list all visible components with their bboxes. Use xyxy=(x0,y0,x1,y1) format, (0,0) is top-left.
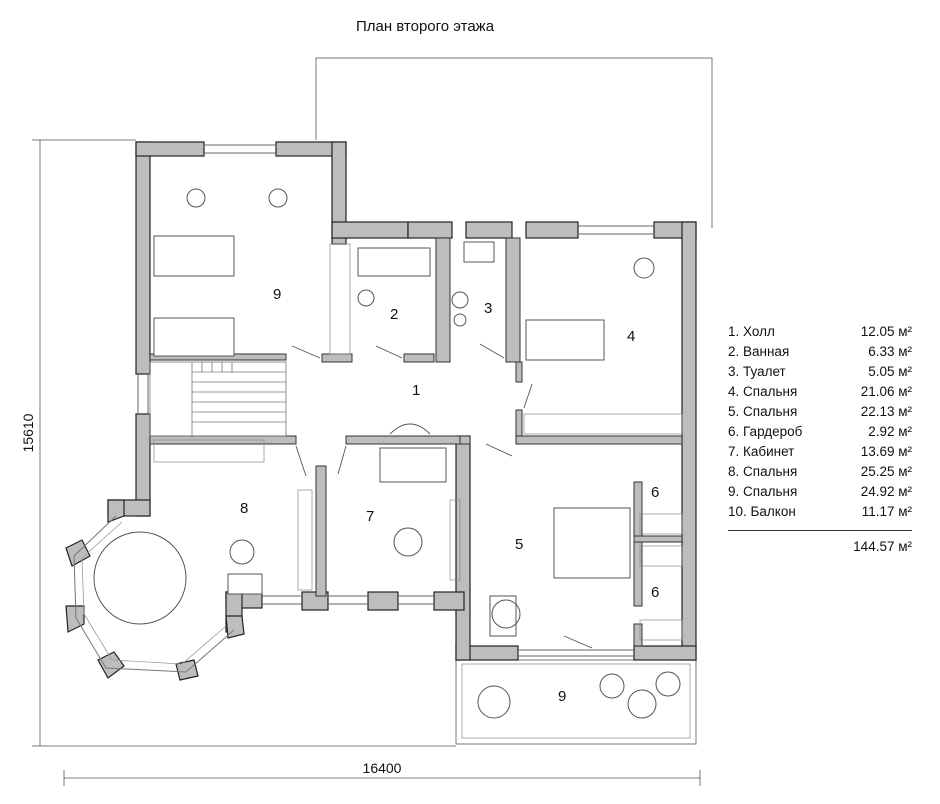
width-dimension-label: 16400 xyxy=(362,760,402,776)
room-number-7: 7 xyxy=(366,508,375,525)
round-items xyxy=(93,188,681,719)
room-number-1: 1 xyxy=(412,382,421,399)
windows xyxy=(137,144,654,657)
walls xyxy=(107,141,697,661)
room-number-2: 2 xyxy=(390,306,399,323)
staircase xyxy=(149,361,287,437)
bay-window-glass xyxy=(73,515,235,673)
room-number-5: 5 xyxy=(515,536,524,553)
legend-total-area: 144.57 м² xyxy=(853,539,912,554)
room-number-9-upper: 9 xyxy=(273,286,282,303)
room-number-8: 8 xyxy=(240,500,249,517)
dimension-lines xyxy=(32,139,701,786)
room-number-9-balcony: 9 xyxy=(558,688,567,705)
roof-outline xyxy=(315,57,713,228)
room-number-3: 3 xyxy=(484,300,493,317)
room-number-4: 4 xyxy=(627,328,636,345)
room-number-6-upper: 6 xyxy=(651,484,660,501)
furniture xyxy=(153,235,631,637)
legend-divider xyxy=(728,530,912,531)
wardrobes xyxy=(153,243,683,641)
door-swings xyxy=(291,343,593,649)
height-dimension-label: 15610 xyxy=(20,413,36,453)
balcony xyxy=(455,659,697,745)
room-number-6-lower: 6 xyxy=(651,584,660,601)
plan-title: План второго этажа xyxy=(355,18,495,35)
bay-window xyxy=(65,499,245,681)
interior-walls xyxy=(149,237,683,647)
